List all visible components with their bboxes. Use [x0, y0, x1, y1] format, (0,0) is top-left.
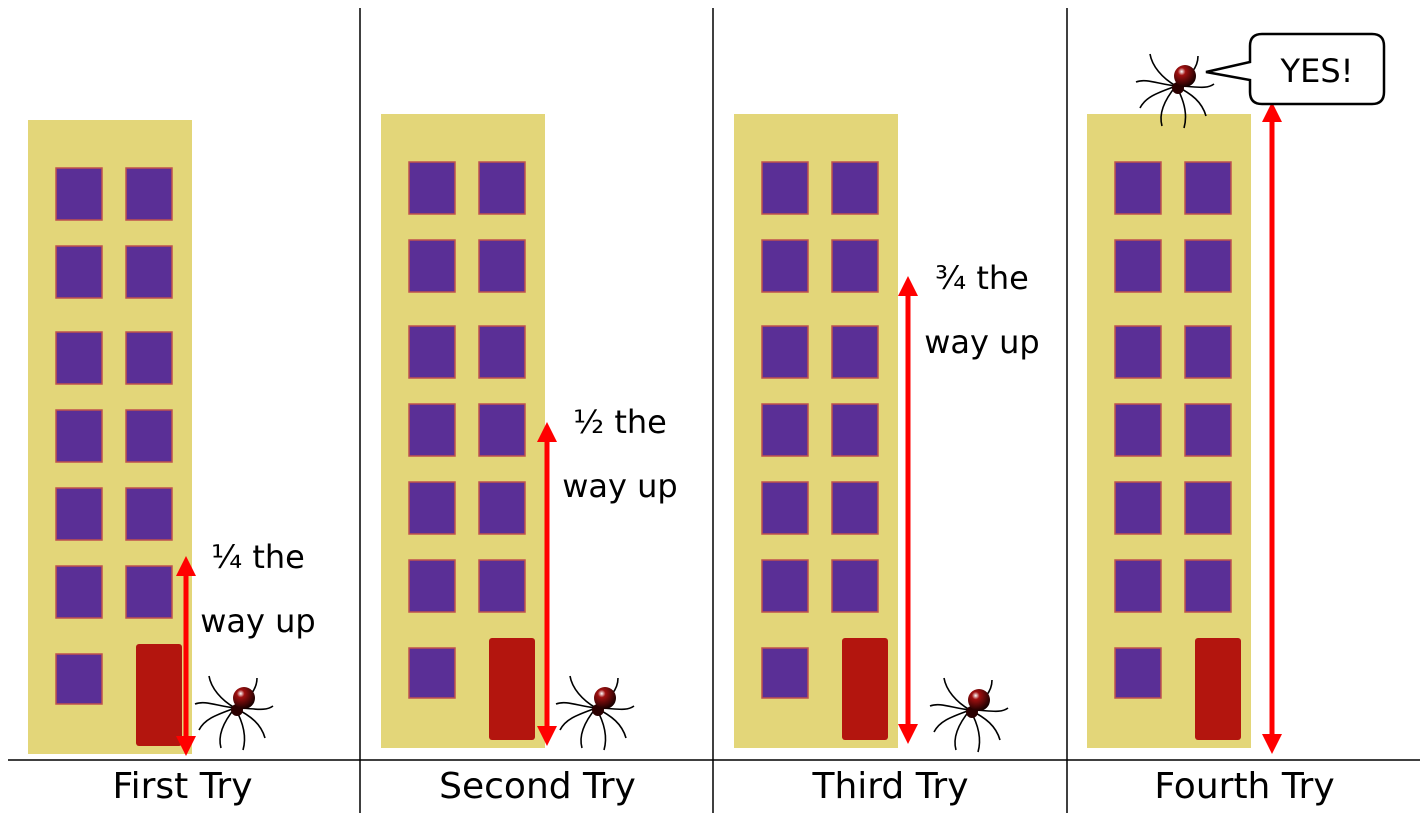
spider-leg	[569, 675, 597, 709]
spider-leg	[929, 703, 971, 711]
window	[408, 647, 456, 699]
spider-leg	[555, 701, 597, 709]
window	[125, 167, 173, 221]
window	[1184, 403, 1232, 457]
window	[831, 161, 879, 215]
window	[408, 239, 456, 293]
spider-icon	[929, 677, 1009, 753]
window	[125, 487, 173, 541]
window	[55, 245, 103, 299]
spider-icon	[555, 675, 635, 751]
window	[478, 403, 526, 457]
window	[408, 481, 456, 535]
window	[761, 239, 809, 293]
note-third-line2: way up	[924, 323, 1040, 361]
note-first-line1: ¼ the	[211, 538, 305, 576]
spider-body	[1174, 65, 1196, 87]
window	[831, 559, 879, 613]
window	[831, 239, 879, 293]
spider-leg	[1135, 79, 1177, 87]
window	[1114, 647, 1162, 699]
note-second: ½ the way up	[550, 390, 690, 518]
note-first: ¼ the way up	[188, 525, 328, 653]
window	[55, 167, 103, 221]
panel-label-second: Second Try	[439, 766, 636, 807]
note-third: ¾ the way up	[912, 246, 1052, 374]
door	[1195, 638, 1241, 740]
window	[55, 565, 103, 619]
window	[125, 565, 173, 619]
window	[408, 325, 456, 379]
window	[761, 161, 809, 215]
window	[125, 331, 173, 385]
speech-bubble	[1205, 32, 1386, 106]
panel-dividers	[8, 8, 1420, 813]
spider-leg	[198, 707, 236, 731]
spider-body	[594, 687, 616, 709]
spider-leg	[943, 677, 971, 711]
window	[478, 559, 526, 613]
note-second-line1: ½ the	[573, 403, 667, 441]
building-icon	[1087, 114, 1251, 748]
window	[761, 647, 809, 699]
panel-label-fourth: Fourth Try	[1154, 766, 1335, 807]
building-icon	[28, 120, 192, 754]
door	[136, 644, 182, 746]
building-icon	[381, 114, 545, 748]
window	[55, 653, 103, 705]
spider-icon	[1135, 53, 1215, 129]
speech-bubble-text: YES!	[1280, 52, 1354, 90]
building-icon	[734, 114, 898, 748]
window	[1184, 559, 1232, 613]
note-third-line1: ¾ the	[935, 259, 1029, 297]
door	[842, 638, 888, 740]
window	[1184, 239, 1232, 293]
window	[1114, 325, 1162, 379]
window	[1184, 325, 1232, 379]
window	[831, 325, 879, 379]
window	[125, 409, 173, 463]
door	[489, 638, 535, 740]
window	[831, 403, 879, 457]
spider-leg	[194, 701, 236, 709]
panel-label-first: First Try	[112, 766, 253, 807]
spider-icon	[194, 675, 274, 751]
window	[1114, 239, 1162, 293]
note-first-line2: way up	[200, 602, 316, 640]
window	[408, 161, 456, 215]
window	[55, 409, 103, 463]
window	[761, 481, 809, 535]
panel-label-third: Third Try	[812, 766, 969, 807]
window	[1184, 161, 1232, 215]
window	[55, 487, 103, 541]
window	[125, 245, 173, 299]
window	[831, 481, 879, 535]
window	[478, 161, 526, 215]
window	[55, 331, 103, 385]
window	[408, 403, 456, 457]
window	[1114, 481, 1162, 535]
spider-leg	[933, 709, 971, 733]
note-second-line2: way up	[562, 467, 678, 505]
window	[478, 239, 526, 293]
spider-body	[233, 687, 255, 709]
window	[1184, 481, 1232, 535]
window	[761, 325, 809, 379]
spider-leg	[208, 675, 236, 709]
window	[1114, 559, 1162, 613]
window	[1114, 161, 1162, 215]
window	[1114, 403, 1162, 457]
window	[761, 559, 809, 613]
window	[478, 481, 526, 535]
window	[478, 325, 526, 379]
spider-body	[968, 689, 990, 711]
spider-leg	[559, 707, 597, 731]
spider-leg	[1139, 85, 1177, 109]
window	[761, 403, 809, 457]
window	[408, 559, 456, 613]
spider-leg	[1149, 53, 1177, 87]
